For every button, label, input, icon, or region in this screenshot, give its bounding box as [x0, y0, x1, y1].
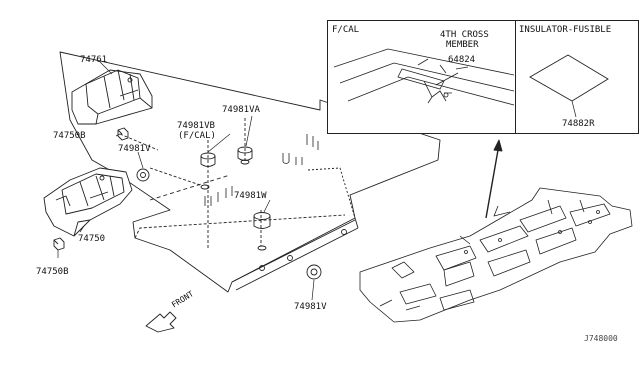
part-number-74981V-left: 74981V [118, 144, 151, 154]
inset-insulator-drawing [529, 54, 609, 118]
plug-74981VA [237, 146, 253, 165]
plug-74981V-left [136, 168, 150, 182]
front-arrow-icon [145, 311, 177, 333]
part-number-74981W: 74981W [234, 191, 267, 201]
clips [204, 134, 319, 206]
part-number-74750: 74750 [78, 234, 106, 244]
label-4th-cross-line1: 4TH CROSS [440, 30, 489, 40]
plug-74981W [253, 212, 271, 251]
part-number-74882R: 74882R [562, 119, 595, 129]
plug-74981V-bottom [306, 264, 322, 280]
inset-insulator-panel: INSULATOR-FUSIBLE 74882R [515, 20, 639, 134]
inset-insulator-title: INSULATOR-FUSIBLE [519, 25, 612, 35]
insulator-74750 [43, 167, 133, 237]
inset-fcal-title: F/CAL [332, 25, 360, 35]
leader-lines [119, 118, 262, 250]
part-number-74750B-top: 74750B [53, 131, 86, 141]
insulator-74761 [71, 69, 153, 125]
part-number-74981V-bottom: 74981V [294, 302, 327, 312]
part-number-74761: 74761 [80, 55, 108, 65]
label-4th-cross-line2: MEMBER [446, 40, 479, 50]
part-number-74981VB: 74981VB [177, 121, 215, 131]
part-number-74981VA: 74981VA [222, 105, 260, 115]
inset-fcal-panel: F/CAL 4TH CROSS MEMBER 64824 [327, 20, 517, 134]
inset-fcal-drawing [333, 48, 515, 106]
nut-74750B-bottom [53, 237, 65, 251]
plug-74981VB [200, 152, 216, 190]
part-number-64824: 64824 [448, 55, 476, 65]
fusible-insulator-mats [359, 187, 633, 323]
diagram-id: J748000 [584, 334, 618, 343]
label-leaders [57, 61, 315, 301]
pointer-arrow [485, 139, 503, 219]
part-number-74750B-bottom: 74750B [36, 267, 69, 277]
part-number-74981VB-note: (F/CAL) [178, 131, 216, 141]
nut-74750B-top [117, 127, 129, 141]
